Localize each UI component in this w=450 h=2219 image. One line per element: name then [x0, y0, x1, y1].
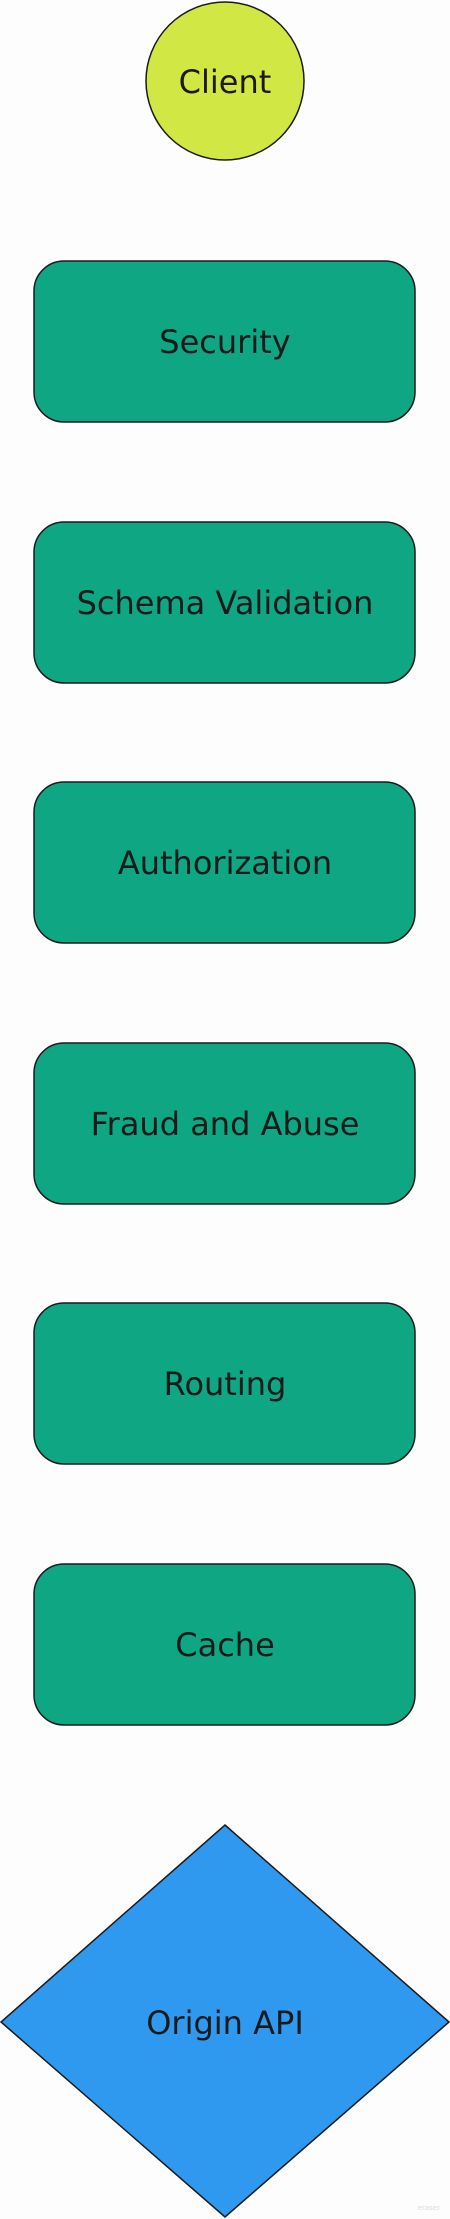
origin-api-node[interactable]: Origin API	[0, 1824, 450, 2218]
cache-node[interactable]: Cache	[33, 1563, 416, 1726]
client-node-shape	[145, 1, 305, 161]
schema-validation-node-shape	[33, 521, 416, 684]
schema-validation-node-label: Schema Validation	[77, 584, 374, 622]
cache-node-shape	[33, 1563, 416, 1726]
authorization-node[interactable]: Authorization	[33, 781, 416, 944]
routing-node[interactable]: Routing	[33, 1302, 416, 1465]
cache-node-label: Cache	[175, 1626, 275, 1664]
client-node[interactable]: Client	[145, 1, 305, 161]
fraud-and-abuse-node-label: Fraud and Abuse	[91, 1105, 360, 1143]
origin-api-node-label: Origin API	[146, 2004, 304, 2042]
routing-node-shape	[33, 1302, 416, 1465]
authorization-node-shape	[33, 781, 416, 944]
fraud-and-abuse-node-shape	[33, 1042, 416, 1205]
schema-validation-node[interactable]: Schema Validation	[33, 521, 416, 684]
security-node[interactable]: Security	[33, 260, 416, 423]
authorization-node-label: Authorization	[118, 844, 332, 882]
security-node-label: Security	[159, 323, 290, 361]
eraser-watermark: eraser	[418, 2204, 440, 2212]
origin-api-node-shape	[0, 1824, 450, 2218]
fraud-and-abuse-node[interactable]: Fraud and Abuse	[33, 1042, 416, 1205]
client-node-label: Client	[179, 63, 272, 101]
routing-node-label: Routing	[164, 1365, 287, 1403]
security-node-shape	[33, 260, 416, 423]
